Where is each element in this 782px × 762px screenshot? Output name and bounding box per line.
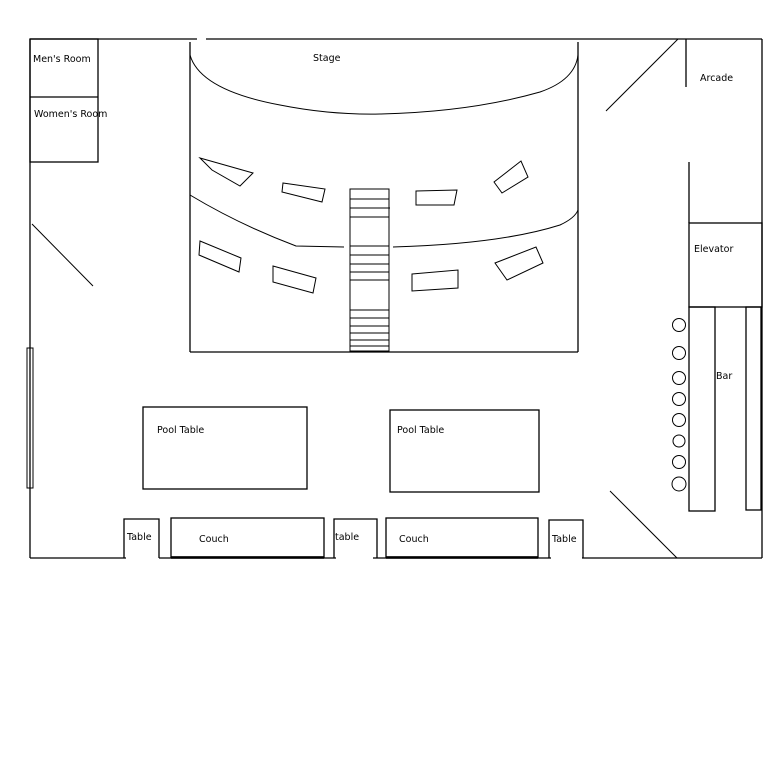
bar-stool <box>672 455 686 469</box>
door-swing-arcade <box>605 38 679 112</box>
stage-seat <box>272 265 317 294</box>
door-swing-bottom-right <box>609 490 678 559</box>
table-label: Table <box>126 532 152 543</box>
stage-seat <box>493 160 529 194</box>
bar-label: Bar <box>716 371 732 382</box>
side-table <box>333 518 378 558</box>
door-swing-left <box>31 223 94 287</box>
arcade-label: Arcade <box>700 73 733 84</box>
back-bar <box>745 306 762 511</box>
womens-room-label: Women's Room <box>34 109 107 120</box>
couch-label: Couch <box>399 534 429 545</box>
bar-counter <box>688 306 716 512</box>
bar-stool <box>672 371 686 385</box>
stage-seat <box>198 156 254 187</box>
bar-stool <box>672 346 686 360</box>
stage-area: Stage <box>189 42 579 353</box>
stage-seat <box>415 189 458 206</box>
bar-stool <box>672 392 686 406</box>
pool-table <box>142 406 308 490</box>
bar-stool <box>672 434 686 448</box>
side-table <box>123 518 160 558</box>
stage-seat <box>494 246 544 281</box>
bar-stool <box>671 476 687 492</box>
pool-table-label: Pool Table <box>397 425 444 436</box>
stage-seat <box>411 269 459 292</box>
table-label: Table <box>551 534 577 545</box>
couch-label: Couch <box>199 534 229 545</box>
pool-table-label: Pool Table <box>157 425 204 436</box>
side-door <box>26 347 34 489</box>
bar-stool <box>672 413 686 427</box>
seating-tier-right <box>392 209 579 248</box>
stage-seat <box>281 182 326 203</box>
stage-edge <box>189 54 579 115</box>
bar: Bar <box>671 306 762 512</box>
mens-room-label: Men's Room <box>33 54 91 65</box>
side-table <box>548 519 584 558</box>
bar-stool <box>672 318 686 332</box>
seating-tier-left <box>189 194 345 248</box>
elevator <box>688 222 763 308</box>
restrooms: Men's Room Women's Room <box>29 38 107 163</box>
stairs <box>349 188 390 352</box>
stage-seat <box>198 240 242 273</box>
table-label: table <box>335 532 359 543</box>
elevator-label: Elevator <box>694 244 733 255</box>
pool-table <box>389 409 540 493</box>
stage-label: Stage <box>313 53 341 64</box>
